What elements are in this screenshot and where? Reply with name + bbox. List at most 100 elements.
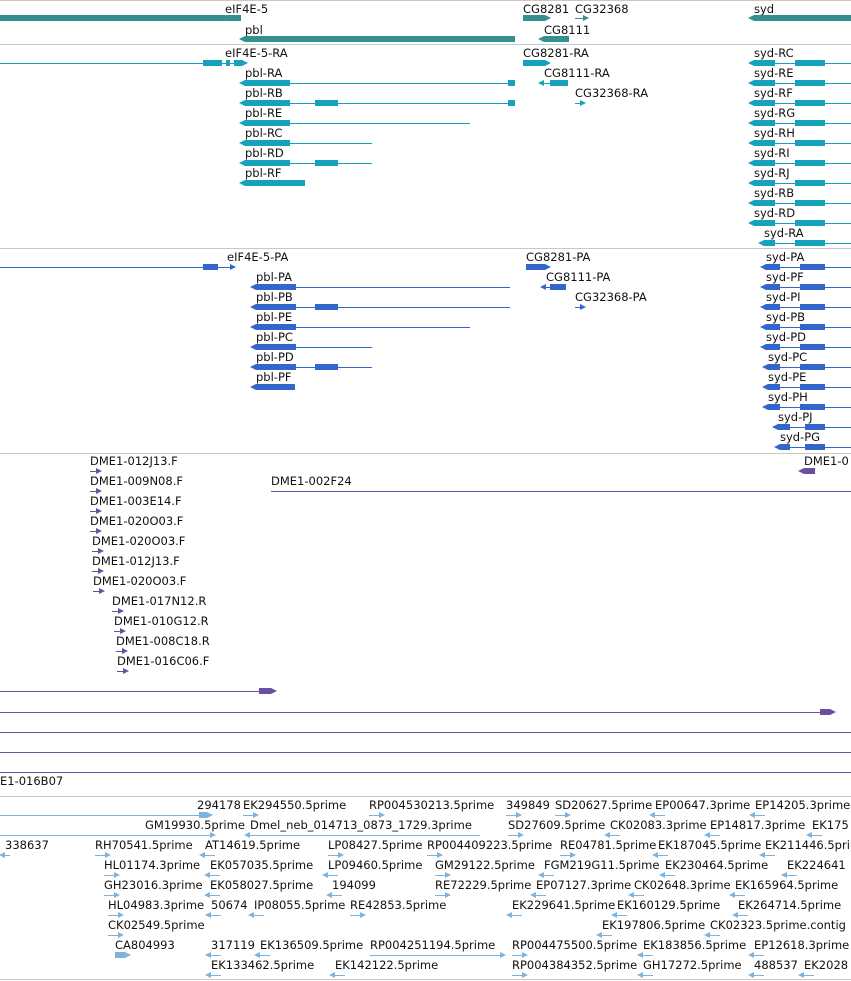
feature-label[interactable]: EK057035.5prime xyxy=(210,858,314,872)
feature-label[interactable]: syd-RH xyxy=(754,126,795,140)
feature-label[interactable]: RP004475500.5prime xyxy=(512,938,638,952)
feature-label[interactable]: EK175 xyxy=(812,818,849,832)
feature-label[interactable]: syd-RD xyxy=(754,206,796,220)
feature-label[interactable]: syd-RE xyxy=(754,66,794,80)
feature-label[interactable]: pbl-PD xyxy=(256,350,294,364)
feature-label[interactable]: pbl-PF xyxy=(256,370,292,384)
feature-label[interactable]: 194099 xyxy=(332,878,376,892)
feature-label[interactable]: CG32368-PA xyxy=(575,290,647,304)
feature-label[interactable]: EK133462.5prime xyxy=(211,958,315,972)
feature-label[interactable]: RE42853.5prime xyxy=(350,898,447,912)
feature-label[interactable]: syd-RB xyxy=(754,186,795,200)
feature-label[interactable]: EK229641.5prime xyxy=(512,898,616,912)
feature-label[interactable]: EK058027.5prime xyxy=(210,878,314,892)
feature-label[interactable]: syd-PH xyxy=(768,390,808,404)
feature-label[interactable]: EK294550.5prime xyxy=(243,798,347,812)
feature-label[interactable]: CG8281 xyxy=(523,2,570,16)
feature-label[interactable]: EK264714.5prime xyxy=(738,898,842,912)
feature-label[interactable]: syd xyxy=(754,2,775,16)
feature-label[interactable]: EP00647.3prime xyxy=(655,798,751,812)
feature-label[interactable]: RH70541.5prime xyxy=(95,838,193,852)
feature-label[interactable]: RP004409223.5prime xyxy=(427,838,553,852)
feature-label[interactable]: EK160129.5prime xyxy=(617,898,721,912)
feature-label[interactable]: syd-PF xyxy=(766,270,804,284)
feature-label[interactable]: SD27609.5prime xyxy=(508,818,606,832)
feature-label[interactable]: DME1-017N12.R xyxy=(112,594,207,608)
feature-label[interactable]: syd-PC xyxy=(768,350,808,364)
feature-label[interactable]: 338637 xyxy=(5,838,49,852)
feature-label[interactable]: EK211446.5prime xyxy=(765,838,851,852)
feature-label[interactable]: pbl-RA xyxy=(245,66,283,80)
feature-label[interactable]: EP14205.3prime xyxy=(755,798,851,812)
feature-label[interactable]: CG8281-RA xyxy=(523,46,589,60)
feature-label[interactable]: CK02083.3prime xyxy=(610,818,707,832)
feature-label[interactable]: CK02323.5prime.contig xyxy=(710,918,846,932)
feature-label[interactable]: EK230464.5prime xyxy=(665,858,769,872)
feature-label[interactable]: 317119 xyxy=(211,938,255,952)
feature-label[interactable]: DME1-003E14.F xyxy=(90,494,182,508)
feature-label[interactable]: EP14817.3prime xyxy=(710,818,806,832)
feature-label[interactable]: RE72229.5prime xyxy=(435,878,532,892)
feature-label[interactable]: 294178 xyxy=(197,798,241,812)
feature-label[interactable]: CG8111 xyxy=(544,23,591,37)
feature-label[interactable]: pbl-RE xyxy=(245,106,283,120)
feature-label[interactable]: GH23016.3prime xyxy=(104,878,203,892)
feature-label[interactable]: pbl-RB xyxy=(245,86,283,100)
feature-label[interactable]: AT14619.5prime xyxy=(205,838,301,852)
feature-label[interactable]: DME1-020O03.F xyxy=(92,534,186,548)
feature-label[interactable]: pbl-RC xyxy=(245,126,283,140)
feature-label[interactable]: eIF4E-5 xyxy=(225,2,269,16)
feature-label[interactable]: pbl xyxy=(245,23,263,37)
feature-label[interactable]: 50674 xyxy=(211,898,248,912)
feature-label[interactable]: CK02549.5prime xyxy=(108,918,205,932)
feature-label[interactable]: syd-RC xyxy=(754,46,794,60)
feature-label[interactable]: pbl-PB xyxy=(256,290,293,304)
feature-label[interactable]: pbl-RD xyxy=(245,146,284,160)
feature-label[interactable]: syd-PG xyxy=(780,430,821,444)
feature-label[interactable]: CG32368-RA xyxy=(575,86,649,100)
feature-label[interactable]: EK165964.5prime xyxy=(735,878,839,892)
feature-label[interactable]: CG8281-PA xyxy=(526,250,591,264)
feature-label[interactable]: CG8111-PA xyxy=(546,270,611,284)
feature-label[interactable]: syd-PA xyxy=(766,250,805,264)
feature-label[interactable]: EK197806.5prime xyxy=(602,918,706,932)
feature-label[interactable]: IP08055.5prime xyxy=(254,898,346,912)
feature-label[interactable]: syd-RJ xyxy=(754,166,790,180)
feature-label[interactable]: eIF4E-5-RA xyxy=(225,46,288,60)
feature-label[interactable]: eIF4E-5-PA xyxy=(227,250,289,264)
feature-label[interactable]: EK224641 xyxy=(787,858,846,872)
feature-label[interactable]: EK136509.5prime xyxy=(260,938,364,952)
feature-label[interactable]: pbl-PC xyxy=(256,330,293,344)
feature-label[interactable]: syd-PD xyxy=(766,330,807,344)
feature-label[interactable]: DME1-020O03.F xyxy=(93,574,187,588)
feature-label[interactable]: RP004251194.5prime xyxy=(370,938,496,952)
feature-label[interactable]: DME1-020O03.F xyxy=(90,514,184,528)
feature-label[interactable]: DME1-016C06.F xyxy=(117,654,210,668)
feature-label[interactable]: DME1-0 xyxy=(804,454,849,468)
feature-label[interactable]: 349849 xyxy=(506,798,550,812)
feature-label[interactable]: syd-RI xyxy=(754,146,790,160)
feature-label[interactable]: pbl-PA xyxy=(256,270,293,284)
feature-label[interactable]: GM19930.5prime xyxy=(145,818,245,832)
feature-label[interactable]: FGM219G11.5prime xyxy=(544,858,660,872)
feature-label[interactable]: EP12618.3prime xyxy=(754,938,850,952)
feature-label[interactable]: pbl-PE xyxy=(256,310,293,324)
feature-label[interactable]: 488537 xyxy=(754,958,798,972)
feature-label[interactable]: LP09460.5prime xyxy=(328,858,423,872)
feature-label[interactable]: syd-PI xyxy=(766,290,801,304)
feature-label[interactable]: RP004530213.5prime xyxy=(369,798,495,812)
feature-label[interactable]: syd-RA xyxy=(764,226,804,240)
feature-label[interactable]: syd-PB xyxy=(766,310,806,324)
feature-label[interactable]: DME1-009N08.F xyxy=(90,474,183,488)
feature-label[interactable]: EK187045.5prime xyxy=(658,838,762,852)
feature-label[interactable]: RE04781.5prime xyxy=(560,838,657,852)
feature-label[interactable]: CG8111-RA xyxy=(544,66,610,80)
feature-label[interactable]: RP004384352.5prime xyxy=(512,958,638,972)
feature-label[interactable]: HL04983.3prime xyxy=(108,898,205,912)
feature-label[interactable]: pbl-RF xyxy=(245,166,282,180)
feature-label[interactable]: syd-RG xyxy=(754,106,796,120)
feature-label[interactable]: GM29122.5prime xyxy=(435,858,535,872)
feature-label[interactable]: DME1-012J13.F xyxy=(92,554,180,568)
feature-label[interactable]: syd-PE xyxy=(768,370,807,384)
feature-label[interactable]: EK142122.5prime xyxy=(335,958,439,972)
